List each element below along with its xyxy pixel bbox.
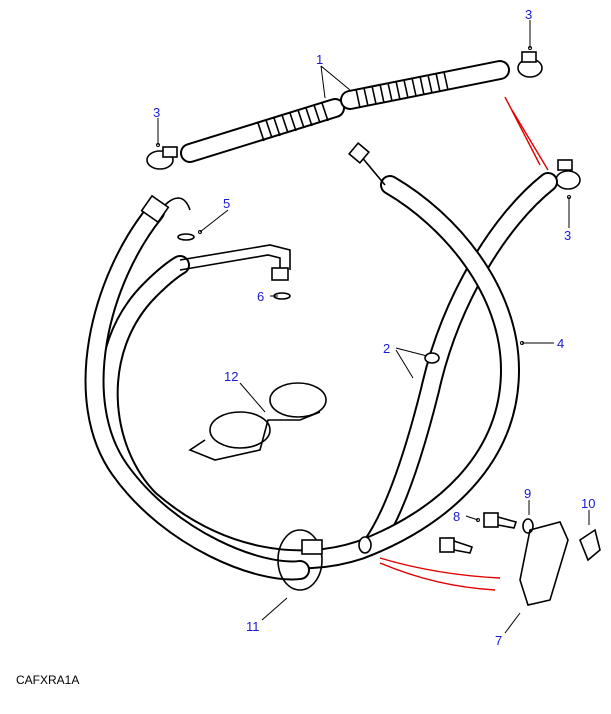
callout-3-top: 3 [525, 7, 532, 22]
hose-clip-left [146, 146, 178, 170]
callout-8: 8 [453, 509, 460, 524]
callout-11: 11 [246, 619, 260, 634]
red-indicator-lines [379, 96, 549, 591]
bracket-part-7 [519, 521, 569, 606]
callout-6: 6 [257, 289, 264, 304]
hose-fittings [140, 142, 440, 554]
hose-left-loop [84, 202, 310, 581]
hose-clamp-part-12 [188, 382, 327, 461]
leader-lines [156, 20, 590, 634]
callout-9: 9 [524, 486, 531, 501]
callout-7: 7 [495, 633, 502, 648]
washer-part-9 [522, 518, 534, 534]
callout-1: 1 [316, 52, 323, 67]
callout-12: 12 [224, 369, 238, 384]
diagram-code: CAFXRA1A [16, 673, 80, 687]
cable-tie-part-11 [277, 529, 323, 591]
hose-clip-top-right [517, 51, 543, 78]
hose-part-1-right [340, 60, 510, 110]
callout-10: 10 [581, 496, 595, 511]
callout-3-left: 3 [153, 105, 160, 120]
hose-part-4 [362, 172, 558, 555]
o-ring-part-5 [177, 233, 195, 241]
callout-3-right: 3 [564, 228, 571, 243]
clip-part-10 [579, 528, 601, 562]
callout-4: 4 [557, 336, 564, 351]
hose-part-1-left [180, 98, 345, 163]
callout-5: 5 [223, 196, 230, 211]
hose-clip-right [555, 159, 581, 190]
hose-part-2 [98, 175, 520, 570]
callout-2: 2 [383, 341, 390, 356]
bolt-part-8 [439, 512, 518, 554]
